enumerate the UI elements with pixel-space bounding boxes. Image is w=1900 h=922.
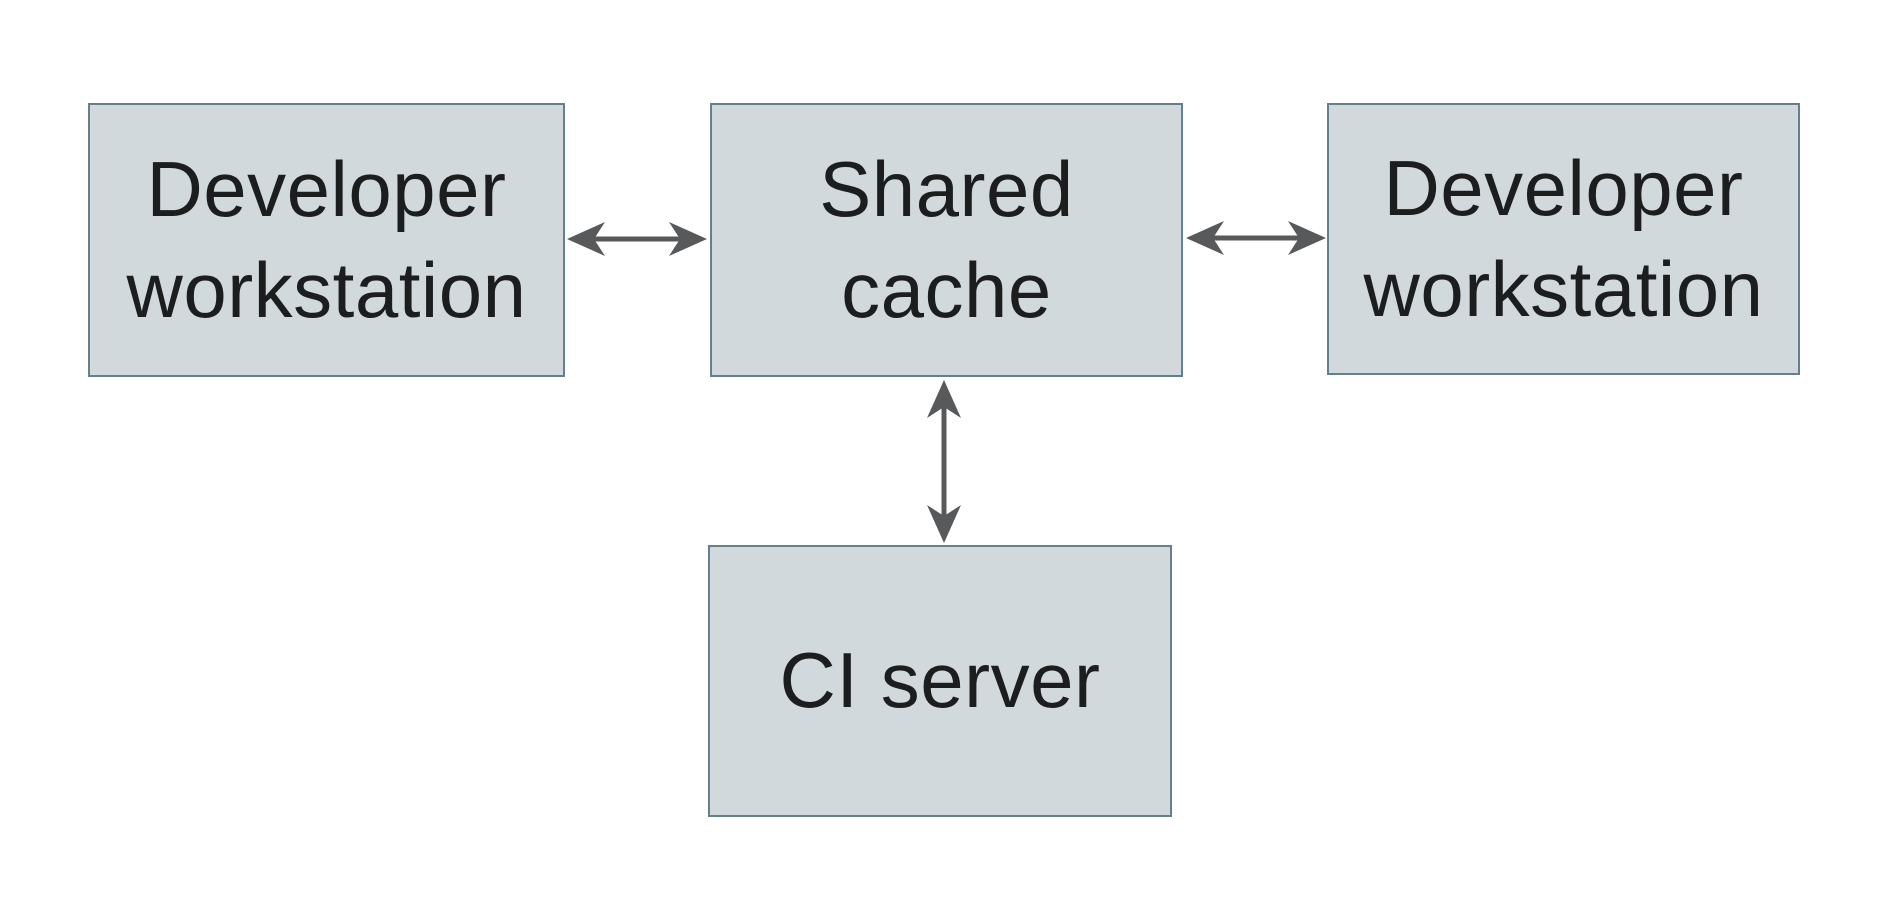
- node-shared-cache: Shared cache: [710, 103, 1183, 377]
- edge-left-workstation-cache: [567, 222, 707, 256]
- node-label: CI server: [779, 636, 1101, 725]
- node-label: Developer workstation: [126, 144, 527, 334]
- edge-cache-right-workstation: [1186, 221, 1326, 255]
- node-developer-workstation-right: Developer workstation: [1327, 103, 1800, 375]
- node-developer-workstation-left: Developer workstation: [88, 103, 565, 377]
- node-label: Shared cache: [819, 144, 1074, 334]
- edge-cache-ci-server: [927, 380, 961, 543]
- node-label: Developer workstation: [1363, 143, 1764, 333]
- node-ci-server: CI server: [708, 545, 1172, 817]
